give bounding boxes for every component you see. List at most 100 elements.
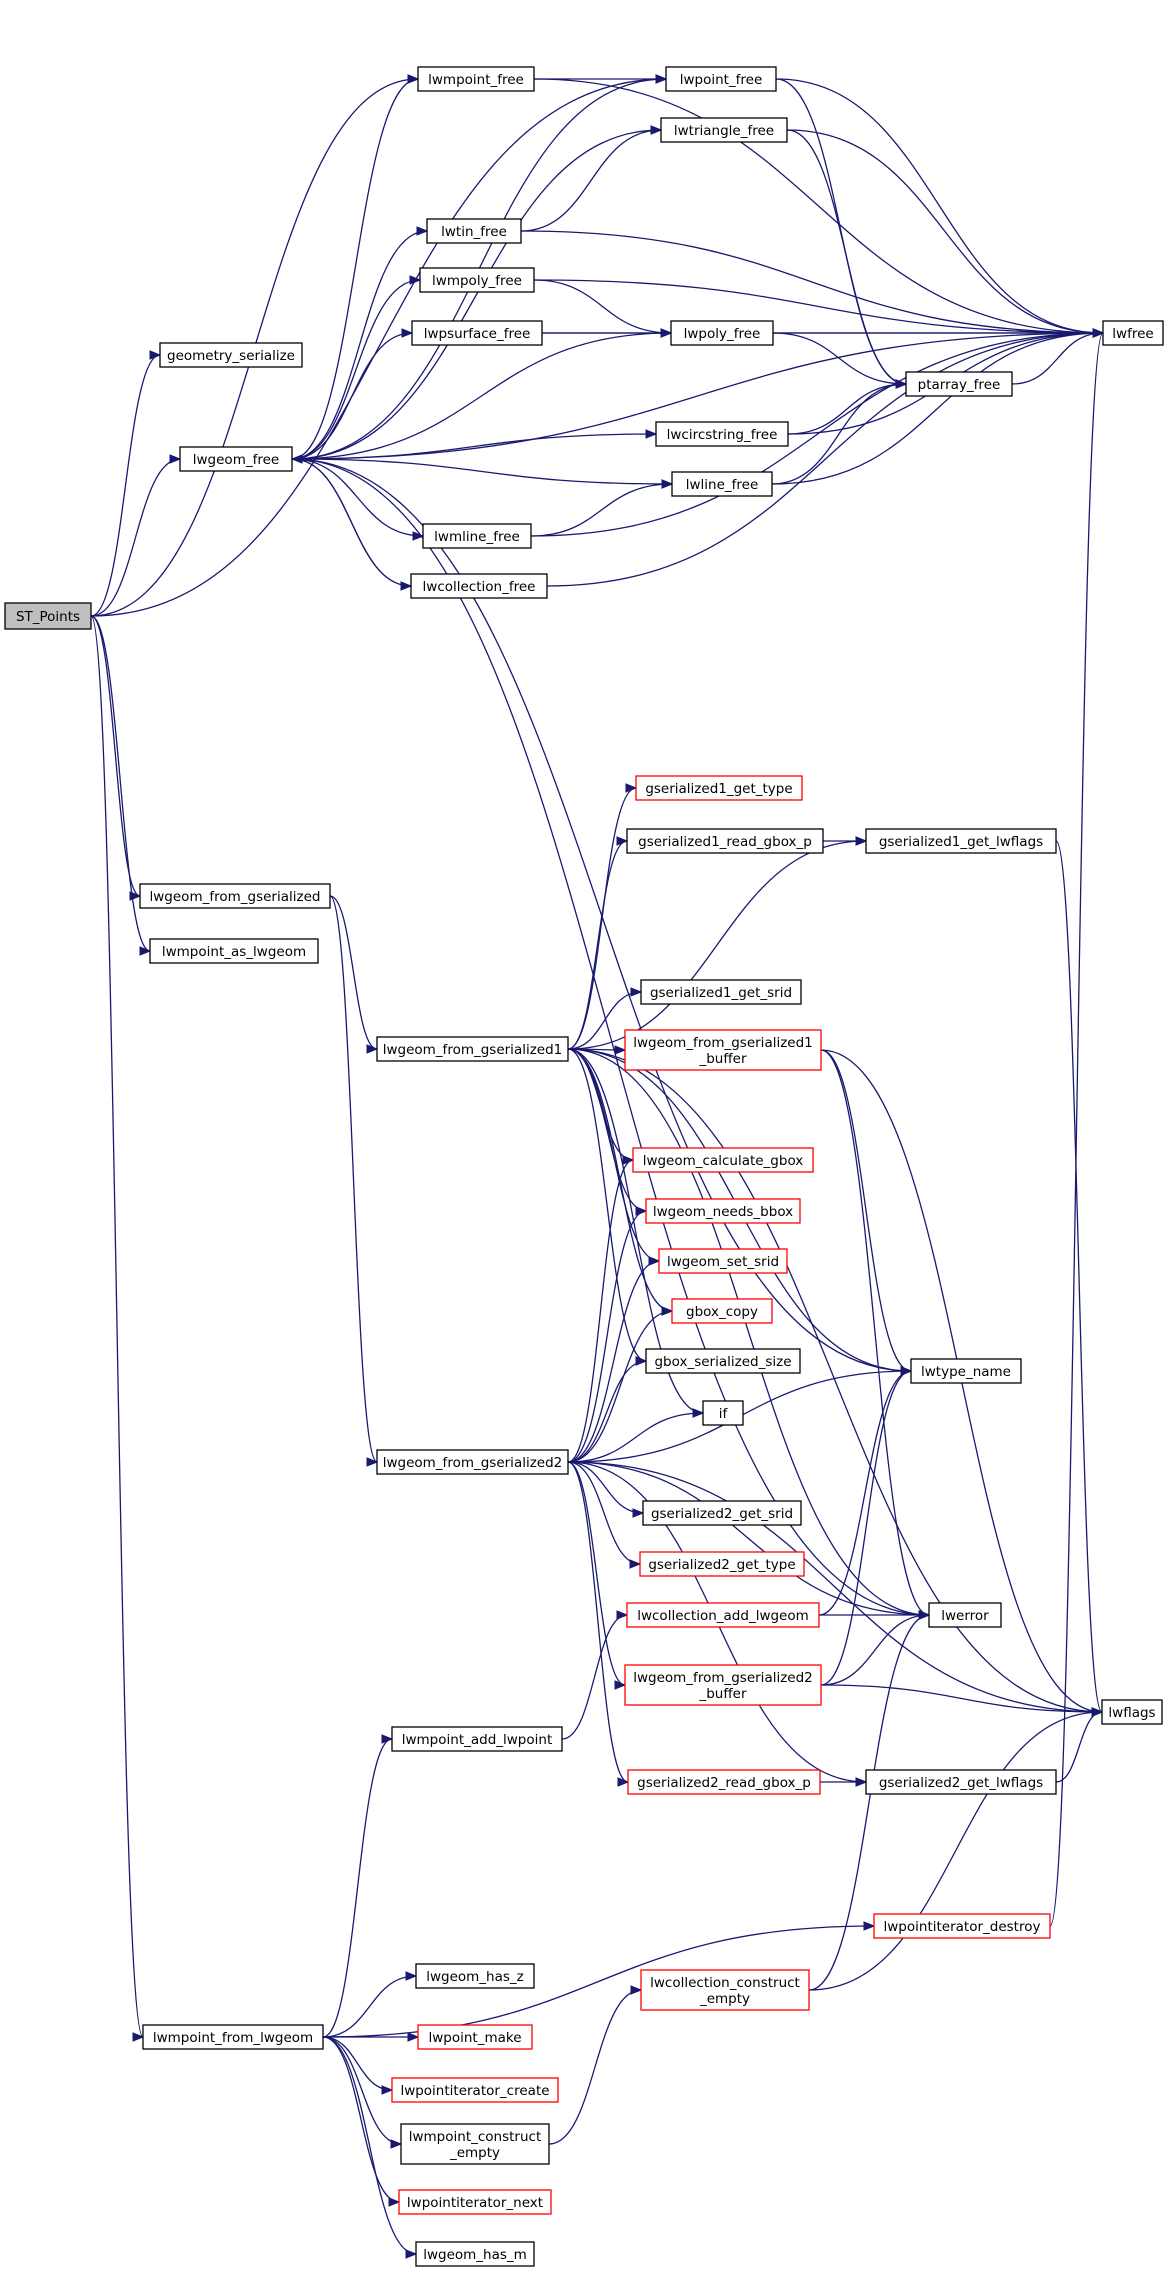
edge-lwgeom_from_gserialized1-to-gserialized1_get_srid [567,987,643,1050]
node-gserialized2-get-lwflags[interactable]: gserialized2_get_lwflags [865,1769,1057,1795]
edge-lwgeom_from_gserialized1_buffer-to-lwtype_name [820,1049,913,1376]
node-lwfree[interactable]: lwfree [1102,320,1164,346]
edge-lwgeom_free-to-lwmpoint_free [291,74,420,460]
node-lwgeom-set-srid[interactable]: lwgeom_set_srid [658,1248,788,1274]
node-lwgeom-from-gserialized2-buffer[interactable]: lwgeom_from_gserialized2_buffer [624,1664,822,1706]
node-lwcollection-construct-empty[interactable]: lwcollection_construct_empty [640,1969,810,2011]
node-label: gserialized1_get_lwflags [879,834,1043,850]
edge-lwmpoint_from_lwgeom-to-lwgeom_has_z [322,1971,418,2038]
node-label: lwmline_free [434,529,520,545]
node-lwmline-free[interactable]: lwmline_free [422,523,532,549]
edge-lwmpoint_from_lwgeom-to-lwpointiterator_next [322,2036,401,2207]
node-label: lwtin_free [441,224,507,240]
edge-lwcollection_construct_empty-to-lwerror [808,1610,931,1991]
node-gserialized1-get-srid[interactable]: gserialized1_get_srid [640,979,802,1005]
node-label: lwgeom_from_gserialized2 [633,1670,813,1686]
node-label: lwpoint_free [680,72,763,88]
node-lwcircstring-free[interactable]: lwcircstring_free [655,421,789,447]
node-label: lwpointiterator_next [407,2195,543,2211]
node-lwgeom-from-gserialized1-buffer[interactable]: lwgeom_from_gserialized1_buffer [624,1029,822,1071]
node-lwmpoint-free[interactable]: lwmpoint_free [417,66,535,92]
node-lwpointiterator-next[interactable]: lwpointiterator_next [398,2189,552,2215]
node-label: _empty [699,1991,750,2007]
node-lwgeom-has-m[interactable]: lwgeom_has_m [415,2241,535,2267]
node-label: lwtriangle_free [674,123,774,139]
node-lwmpoint-from-lwgeom[interactable]: lwmpoint_from_lwgeom [142,2024,324,2050]
node-label: lwmpoly_free [432,273,522,289]
node-lwpoly-free[interactable]: lwpoly_free [670,320,774,346]
node-label: lwerror [941,1608,989,1624]
edge-lwgeom_free-to-lwline_free [291,458,674,489]
node-label: lwcollection_construct [650,1975,800,1991]
node-lwpointiterator-destroy[interactable]: lwpointiterator_destroy [873,1913,1051,1939]
edge-lwgeom_from_gserialized2-to-lwgeom_set_srid [567,1256,661,1463]
edge-lwcircstring_free-to-ptarray_free [787,379,908,435]
edge-lwgeom_free-to-lwtin_free [291,226,429,460]
node-label: lwcircstring_free [667,427,778,443]
edge-lwmpoint_construct_empty-to-lwcollection_construct_empty [548,1985,643,2145]
node-lwerror[interactable]: lwerror [928,1602,1002,1628]
node-label: gbox_copy [686,1304,758,1320]
node-lwgeom-calculate-gbox[interactable]: lwgeom_calculate_gbox [632,1147,814,1173]
node-geometry-serialize[interactable]: geometry_serialize [159,342,303,368]
node-label: gserialized2_get_srid [651,1506,793,1522]
edge-lwgeom_from_gserialized2-to-gserialized2_read_gbox_p [567,1461,630,1787]
node-lwgeom-from-gserialized[interactable]: lwgeom_from_gserialized [139,883,331,909]
edge-lwtriangle_free-to-ptarray_free [786,129,908,389]
node-lwgeom-free[interactable]: lwgeom_free [179,446,293,472]
node-gbox-copy[interactable]: gbox_copy [671,1298,773,1324]
node-lwmpoint-add-lwpoint[interactable]: lwmpoint_add_lwpoint [391,1726,563,1752]
node-gserialized2-get-srid[interactable]: gserialized2_get_srid [642,1500,802,1526]
node-lwgeom-from-gserialized1[interactable]: lwgeom_from_gserialized1 [376,1036,569,1062]
node-lwpsurface-free[interactable]: lwpsurface_free [411,320,543,346]
node-layer: ST_Pointsgeometry_serializelwgeom_freelw… [4,66,1164,2267]
node-label: gserialized2_read_gbox_p [637,1775,811,1791]
node-label: lwmpoint_free [428,72,524,88]
node-lwmpoint-construct-empty[interactable]: lwmpoint_construct_empty [400,2123,550,2165]
node-lwtype-name[interactable]: lwtype_name [910,1358,1022,1384]
node-ptarray-free[interactable]: ptarray_free [905,371,1013,397]
edge-lwgeom_from_gserialized1-to-gbox_copy [567,1048,674,1316]
node-gbox-serialized-size[interactable]: gbox_serialized_size [645,1348,801,1374]
node-lwpoint-make[interactable]: lwpoint_make [417,2024,533,2050]
node-lwflags[interactable]: lwflags [1101,1699,1163,1725]
edge-lwpointiterator_destroy-to-lwfree [1049,328,1105,1927]
node-label: lwpoly_free [684,326,761,342]
node-lwgeom-has-z[interactable]: lwgeom_has_z [415,1963,535,1989]
node-label: lwcollection_add_lwgeom [637,1608,809,1624]
node-lwpoint-free[interactable]: lwpoint_free [665,66,777,92]
node-lwtin-free[interactable]: lwtin_free [426,218,522,244]
node-lwcollection-free[interactable]: lwcollection_free [410,573,548,599]
edge-lwmpoint_from_lwgeom-to-lwpointiterator_create [322,2036,394,2095]
node-lwgeom-needs-bbox[interactable]: lwgeom_needs_bbox [645,1198,801,1224]
node-label: lwpointiterator_create [400,2083,549,2099]
edge-lwgeom_from_gserialized2-to-lwgeom_from_gserialized2_buffer [567,1461,627,1690]
node-lwline-free[interactable]: lwline_free [671,471,773,497]
edge-lwmpoint_free-to-lwfree [533,78,1105,338]
node-lwgeom-from-gserialized2[interactable]: lwgeom_from_gserialized2 [376,1449,569,1475]
node-label: _buffer [698,1051,746,1067]
node-gserialized1-get-type[interactable]: gserialized1_get_type [635,775,803,801]
node-lwtriangle-free[interactable]: lwtriangle_free [660,117,788,143]
edge-lwpoly_free-to-ptarray_free [772,332,908,389]
node-label: ST_Points [16,609,80,625]
node-gserialized2-read-gbox-p[interactable]: gserialized2_read_gbox_p [627,1769,821,1795]
node-lwpointiterator-create[interactable]: lwpointiterator_create [391,2077,559,2103]
node-gserialized2-get-type[interactable]: gserialized2_get_type [639,1551,805,1577]
node-label: lwtype_name [921,1364,1011,1380]
node-label: lwgeom_has_z [426,1969,524,1985]
edge-lwgeom_from_gserialized1-to-lwgeom_needs_bbox [567,1048,648,1216]
node-label: gserialized2_get_type [648,1557,795,1573]
node-label: lwgeom_set_srid [667,1254,779,1270]
node-if[interactable]: if [702,1400,744,1426]
edge-lwgeom_free-to-lwpsurface_free [291,328,414,460]
node-label: _empty [449,2145,500,2161]
node-lwmpoly-free[interactable]: lwmpoly_free [419,267,535,293]
node-gserialized1-read-gbox-p[interactable]: gserialized1_read_gbox_p [626,828,824,854]
node-lwcollection-add-lwgeom[interactable]: lwcollection_add_lwgeom [626,1602,820,1628]
node-st-points[interactable]: ST_Points [4,602,92,630]
node-label: lwgeom_from_gserialized2 [383,1455,563,1471]
node-gserialized1-get-lwflags[interactable]: gserialized1_get_lwflags [865,828,1057,854]
edge-lwline_free-to-lwfree [771,328,1105,485]
node-lwmpoint-as-lwgeom[interactable]: lwmpoint_as_lwgeom [149,938,319,964]
